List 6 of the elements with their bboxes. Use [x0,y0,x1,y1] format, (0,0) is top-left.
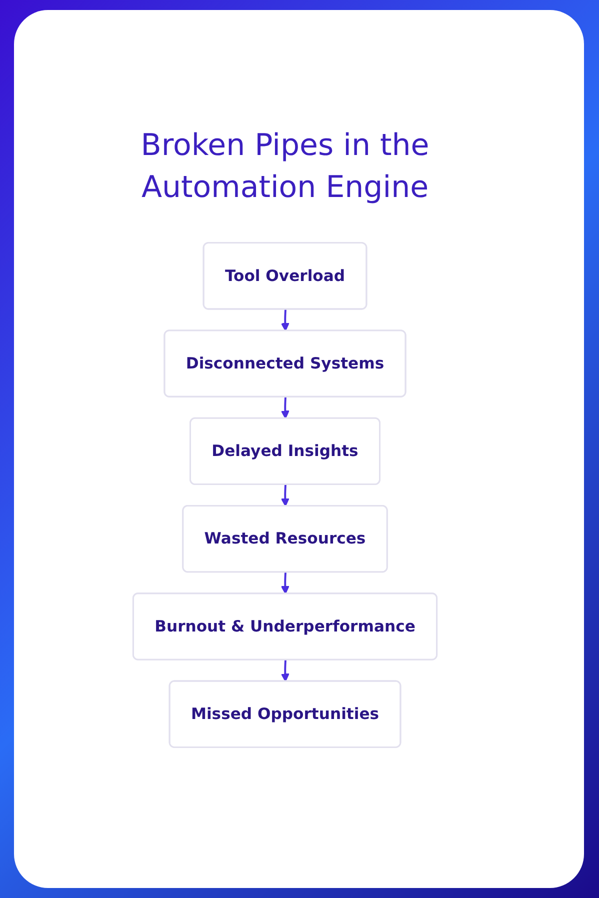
arrow [280,484,290,507]
arrow [280,309,290,332]
arrow [280,397,290,419]
diagram-title: Broken Pipes in the Automation Engine [140,127,430,207]
arrow [280,660,290,682]
arrow [280,572,290,594]
